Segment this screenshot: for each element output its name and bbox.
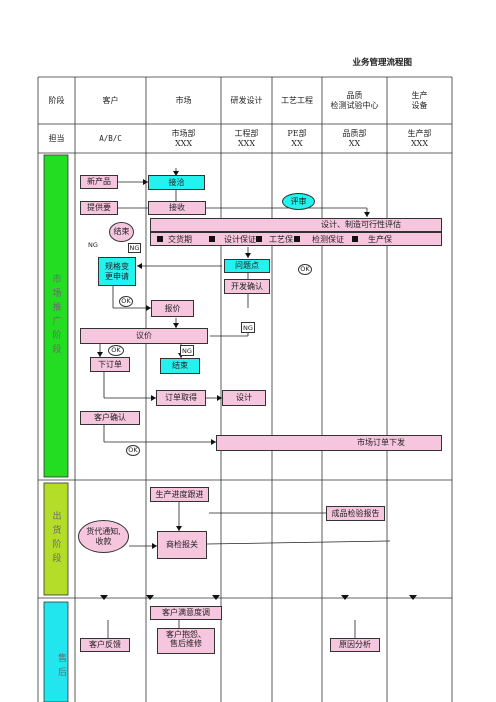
ng-label-2: NG (128, 243, 141, 253)
header-quality: 品质 检测试验中心 (330, 90, 379, 110)
checkbox-icon (256, 236, 262, 242)
eval-checklist: 交货期 设计保证 工艺保 检测保证 生产保 (150, 232, 442, 246)
ok-label-1: OK (298, 264, 312, 275)
node-spec-change[interactable]: 规格变 更申请 (98, 257, 136, 286)
ok-label-4: OK (126, 445, 140, 456)
checkbox-icon (294, 236, 300, 242)
node-market-order[interactable]: 市场订单下发 (216, 435, 442, 451)
node-complaint[interactable]: 客户抱怨、 售后维修 (157, 628, 215, 654)
owner-market: 市场部 XXX (171, 128, 196, 148)
page-title: 业务管理流程图 (352, 58, 412, 68)
node-provide-req[interactable]: 提供要 (80, 201, 118, 215)
node-design-eval[interactable]: 设计、制造可行性评估 (150, 218, 442, 232)
eval-production: 生产保 (368, 234, 392, 244)
node-customer-fb[interactable]: 客户反馈 (80, 638, 130, 652)
stage-market-label: 市场推广阶段 (50, 274, 61, 358)
node-cust-confirm[interactable]: 客户确认 (80, 411, 140, 425)
header-stage: 阶段 (48, 95, 65, 105)
node-inspection[interactable]: 商检报关 (157, 531, 207, 559)
header-owner: 担当 (48, 133, 65, 143)
ng-label-1: NG (88, 241, 98, 249)
node-order-obtain[interactable]: 订单取得 (156, 390, 206, 406)
node-quote[interactable]: 报价 (151, 300, 194, 317)
checkbox-icon (209, 236, 215, 242)
node-end2[interactable]: 结束 (160, 358, 200, 374)
node-design[interactable]: 设计 (222, 390, 266, 406)
owner-quality: 品质部 XX (342, 128, 367, 148)
header-process: 工艺工程 (281, 95, 313, 105)
header-market: 市场 (175, 95, 192, 105)
node-new-product[interactable]: 新产品 (80, 175, 118, 189)
stage-service-label: 售后 (56, 653, 66, 681)
stage-band-service (43, 601, 69, 702)
stage-band-ship (43, 482, 69, 596)
ng-label-3: NG (241, 322, 255, 333)
node-ship-notice[interactable]: 货代通知, 收款 (78, 520, 129, 553)
eval-design: 设计保证 (224, 234, 256, 244)
node-review[interactable]: 评审 (282, 193, 315, 210)
header-customer: 客户 (102, 95, 119, 105)
ok-label-3: OK (108, 345, 124, 356)
header-rd: 研发设计 (230, 95, 263, 105)
node-satisfaction[interactable]: 客户满意度调 (150, 606, 222, 620)
node-issue-point[interactable]: 问题点 (224, 259, 270, 273)
header-production: 生产 设备 (411, 90, 428, 110)
owner-production: 生产部 XXX (407, 128, 432, 148)
node-end1[interactable]: 结束 (109, 222, 134, 242)
checkbox-icon (157, 236, 163, 242)
owner-rd: 工程部 XXX (234, 128, 259, 148)
checkbox-icon (352, 236, 358, 242)
node-prod-follow[interactable]: 生产进度跟进 (150, 487, 209, 502)
node-finished-report[interactable]: 成品检验报告 (326, 506, 385, 521)
owner-process: PE部 XX (287, 128, 307, 148)
stage-band-market (43, 154, 69, 478)
eval-delivery: 交货期 (168, 234, 192, 244)
node-receive[interactable]: 接收 (148, 201, 206, 215)
ok-label-2: OK (119, 296, 133, 307)
stage-ship-label: 出货阶段 (50, 511, 61, 567)
node-cause-analysis[interactable]: 原因分析 (330, 638, 380, 652)
eval-process: 工艺保 (269, 234, 293, 244)
owner-customer: A/B/C (99, 133, 122, 143)
eval-test: 检测保证 (312, 234, 344, 244)
ng-label-4: NG (180, 345, 194, 356)
node-dev-confirm[interactable]: 开发确认 (224, 279, 270, 294)
node-receive-req[interactable]: 接洽 (148, 175, 205, 190)
node-negotiate[interactable]: 议价 (80, 328, 208, 344)
node-place-order[interactable]: 下订单 (90, 357, 130, 372)
